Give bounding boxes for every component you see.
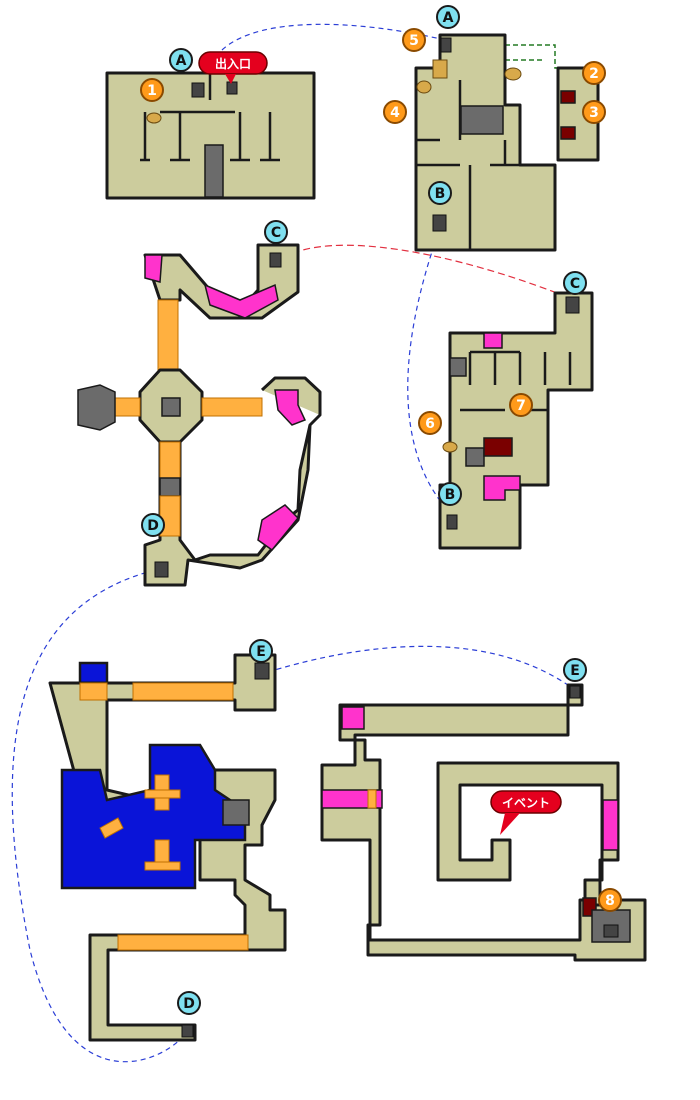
item-8: 8 [598,888,622,912]
stairs-icon [603,924,619,938]
svg-text:8: 8 [605,893,615,909]
svg-text:6: 6 [425,416,435,432]
svg-text:C: C [271,225,281,241]
link-c [282,244,576,301]
svg-text:4: 4 [390,105,400,121]
stairs-icon [254,662,270,680]
marker-e-2: E [563,658,587,682]
stairs-icon [565,296,580,314]
svg-text:出入口: 出入口 [215,56,251,71]
room-water-cavern [48,653,287,1042]
item-2: 2 [582,61,606,85]
marker-c-1: C [264,220,288,244]
marker-a-2: A [436,5,460,29]
pot-icon [146,112,162,124]
stairs-icon [432,214,447,232]
link-secret [505,44,575,69]
stairs-icon [226,81,238,95]
barrel-icon [504,67,522,81]
link-b [407,227,453,516]
item-icons [146,59,576,453]
svg-text:イベント: イベント [502,796,550,810]
room-east-wing [438,291,594,550]
room-maze [320,683,647,962]
room-cross-hall [77,243,322,587]
link-e [267,645,576,691]
shelf-icon [560,126,576,140]
marker-d-2: D [177,991,201,1015]
svg-text:B: B [435,186,446,202]
event-label: イベント [490,790,562,835]
item-3: 3 [582,100,606,124]
svg-text:B: B [445,487,456,503]
svg-text:2: 2 [589,66,599,82]
chest-icon [432,59,448,79]
marker-d-1: D [141,513,165,537]
svg-text:5: 5 [409,33,419,49]
svg-text:C: C [570,276,580,292]
svg-text:A: A [443,10,454,26]
item-6: 6 [418,411,442,435]
svg-text:D: D [183,996,195,1012]
svg-text:E: E [570,663,580,679]
barrel-icon [416,80,432,94]
item-7: 7 [509,393,533,417]
stairs-icon [154,561,169,578]
entrance-label: 出入口 [198,51,268,84]
svg-text:E: E [256,644,266,660]
link-d [11,569,189,1063]
svg-text:A: A [176,53,187,69]
stairs-icon [569,685,581,699]
pot-icon [442,441,458,453]
marker-a-1: A [169,48,193,72]
stairs-icon [269,252,282,268]
stairs-icons [154,37,619,1038]
marker-b-2: B [438,482,462,506]
link-a [221,23,446,51]
item-5: 5 [402,28,426,52]
item-1: 1 [140,78,164,102]
stairs-icon [191,82,205,98]
svg-text:D: D [147,518,159,534]
stairs-icon [440,37,452,53]
stairs-icon [181,1024,194,1038]
svg-text:7: 7 [516,398,526,414]
shelf-icon [560,90,576,104]
room-entrance-hall [105,71,316,200]
svg-text:1: 1 [147,83,157,99]
item-4: 4 [383,100,407,124]
svg-text:3: 3 [589,105,599,121]
stairs-icon [446,514,458,530]
marker-e-1: E [249,639,273,663]
marker-c-2: C [563,271,587,295]
marker-b-1: B [428,181,452,205]
